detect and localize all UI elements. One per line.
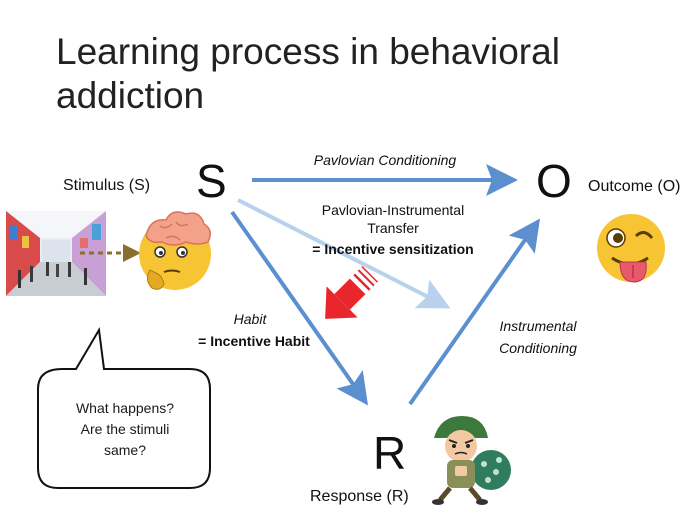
pit-label-line1: Pavlovian-Instrumental [321, 202, 465, 218]
arrow-instrumental [408, 218, 541, 406]
incentive-habit-label: = Incentive Habit [198, 333, 310, 349]
instrumental-label-line2: Conditioning [499, 340, 577, 356]
shopping-mall-image [6, 211, 106, 296]
pavlovian-conditioning-label: Pavlovian Conditioning [313, 152, 457, 168]
stimulus-label: Stimulus (S) [63, 177, 151, 194]
winking-tongue-emoji-icon [597, 214, 665, 283]
outcome-label: Outcome (O) [588, 178, 681, 195]
arrow-habit [230, 210, 369, 406]
response-label: Response (R) [310, 488, 409, 505]
bubble-line-3: same? [103, 442, 147, 458]
incentive-sensitization-label: = Incentive sensitization [312, 241, 474, 257]
speech-bubble-text: What happens? Are the stimuli same? [45, 398, 205, 461]
thinking-brain-emoji-icon [139, 211, 211, 290]
bubble-line-2: Are the stimuli [80, 421, 170, 437]
pit-label-line2: Transfer [367, 220, 419, 236]
habit-label: Habit [233, 311, 267, 327]
page-title: Learning process in behavioral addiction [56, 31, 560, 116]
arrow-pit [237, 198, 451, 309]
bubble-line-1: What happens? [75, 400, 175, 416]
thief-character-icon [432, 416, 511, 505]
response-letter: R [373, 427, 407, 479]
stimulus-letter: S [196, 155, 227, 207]
speech-bubble [37, 326, 211, 489]
outcome-letter: O [536, 155, 572, 207]
instrumental-label-line1: Instrumental [499, 318, 577, 334]
